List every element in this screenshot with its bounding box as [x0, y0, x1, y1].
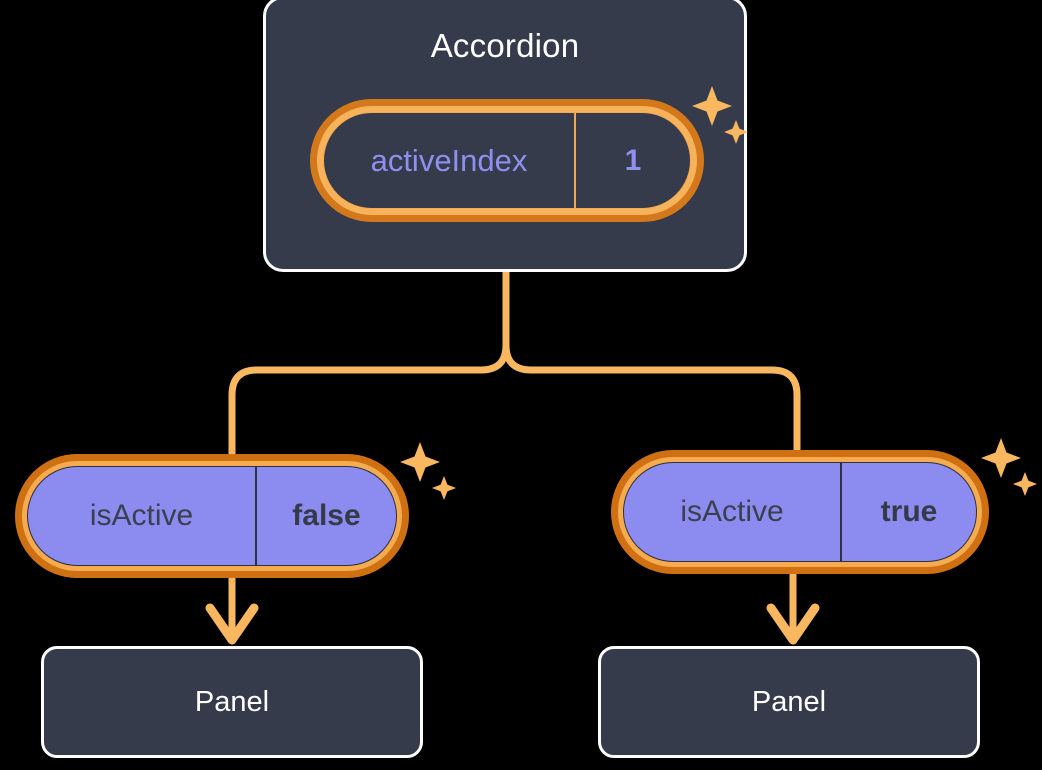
sparkles-icon-left [400, 442, 456, 500]
arrow-down-icon-right [766, 603, 820, 645]
state-pill-is-active-left[interactable]: isActive false [15, 454, 409, 578]
panel-label: Panel [194, 685, 270, 718]
state-value-label: true [880, 495, 938, 528]
sparkles-icon-right [981, 438, 1037, 496]
panel-node-left[interactable]: Panel [41, 646, 423, 758]
connector-right-branch [502, 268, 801, 466]
state-value-label: 1 [624, 143, 642, 177]
panel-node-right[interactable]: Panel [598, 646, 980, 758]
state-key-label: isActive [28, 467, 257, 565]
state-pill-inner: isActive false [27, 466, 397, 566]
state-value-label: false [292, 499, 361, 532]
state-pill-inner: activeIndex 1 [323, 112, 691, 209]
state-pill-is-active-right[interactable]: isActive true [611, 450, 989, 574]
panel-label: Panel [751, 685, 827, 718]
state-key-label: activeIndex [324, 113, 576, 208]
connector-left-branch [228, 268, 510, 466]
state-pill-inner: isActive true [623, 462, 977, 562]
accordion-title: Accordion [430, 27, 580, 64]
arrow-down-icon-left [205, 603, 259, 645]
state-pill-active-index[interactable]: activeIndex 1 [310, 99, 704, 222]
state-key-label: isActive [624, 463, 842, 561]
